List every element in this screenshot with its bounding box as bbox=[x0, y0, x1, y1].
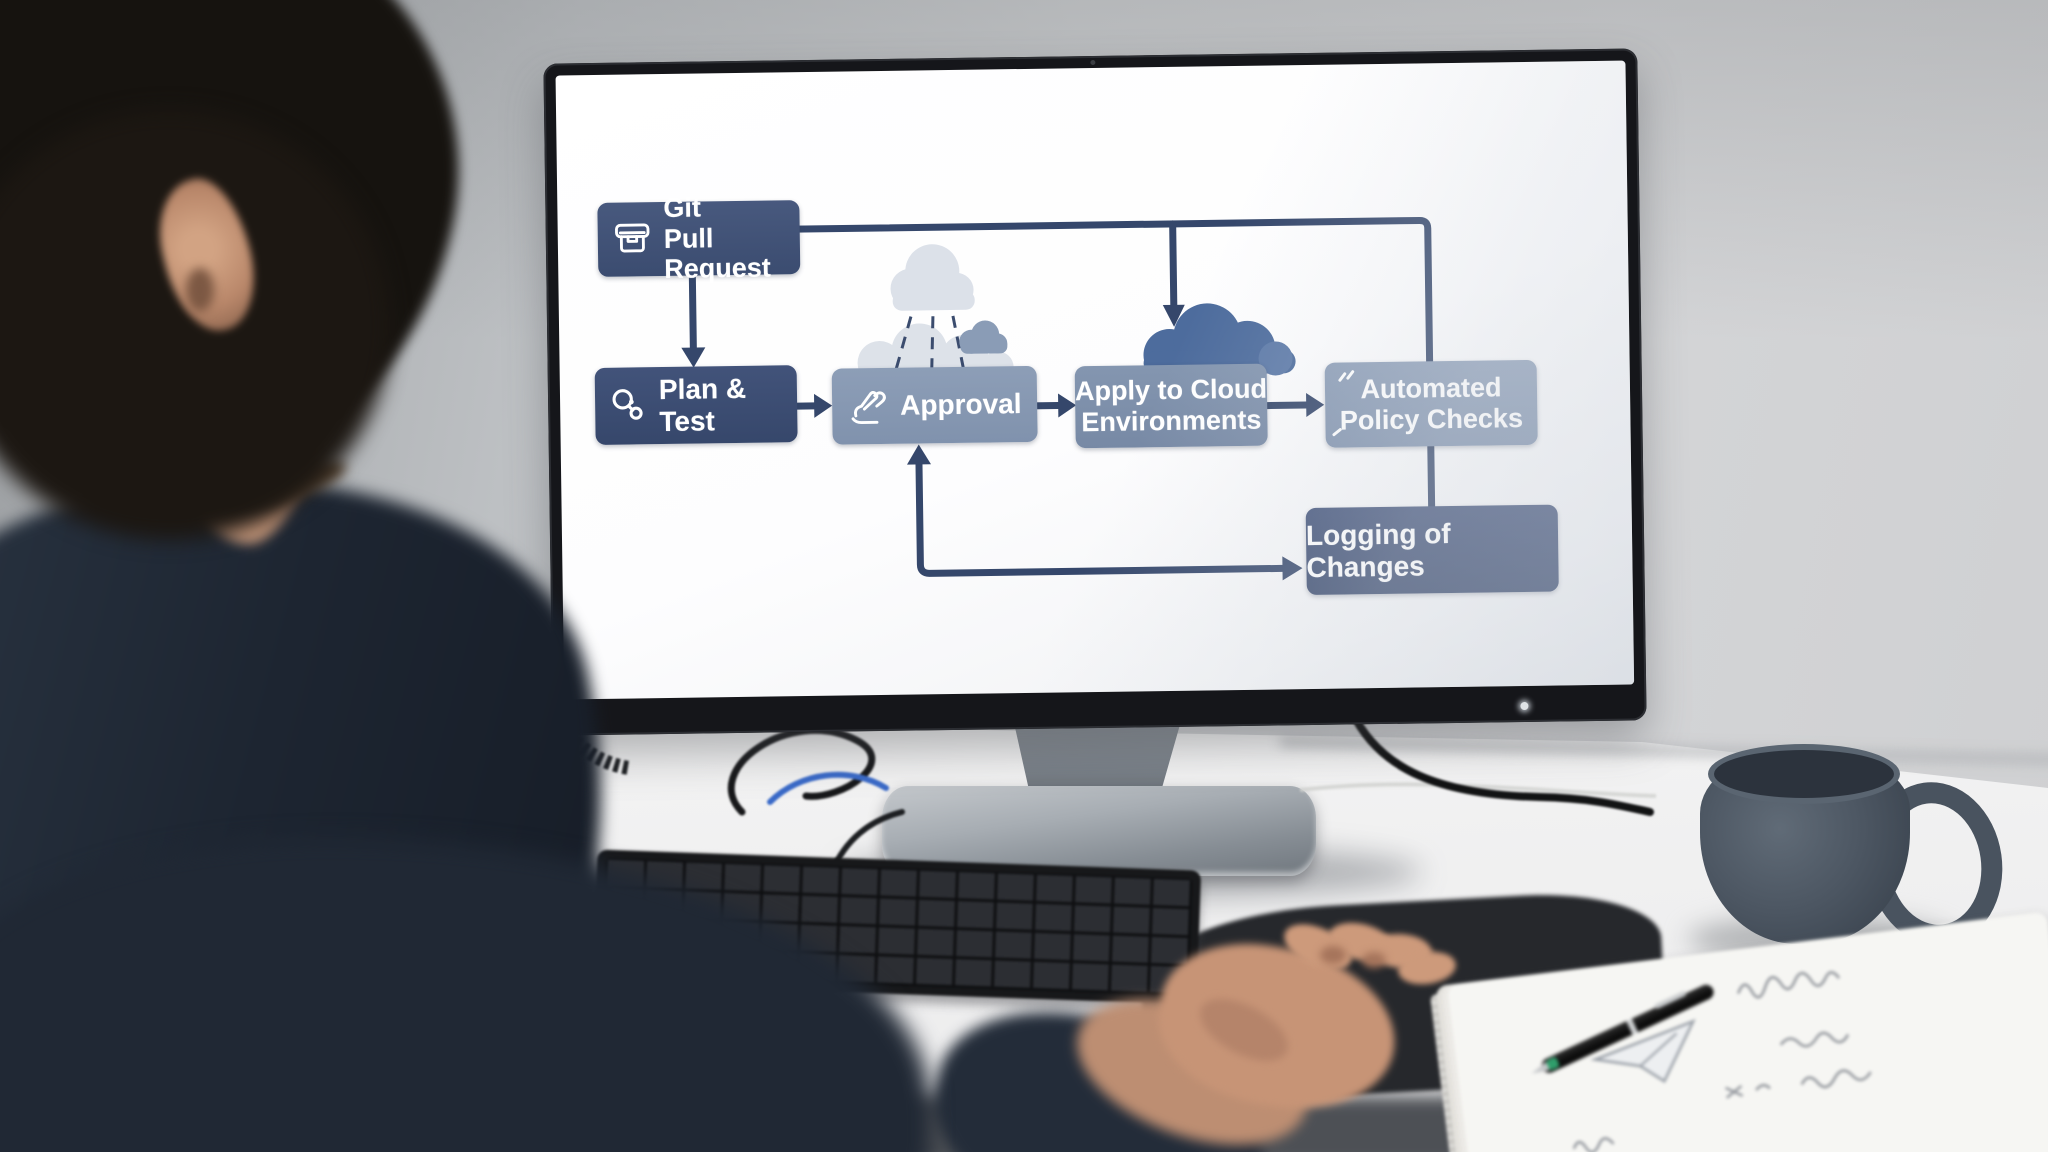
knuckle-shadow bbox=[1320, 946, 1346, 964]
node-approval: Approval bbox=[831, 365, 1038, 445]
knuckle-shadow bbox=[1362, 952, 1386, 968]
webcam-dot bbox=[1090, 59, 1096, 66]
archive-box-icon bbox=[615, 223, 650, 253]
signing-hand-icon bbox=[851, 391, 886, 424]
node-git-pull-request: Git Pull Request bbox=[597, 192, 801, 284]
node-plan-test: Plan & Test bbox=[594, 365, 798, 445]
search-nodes-icon bbox=[612, 388, 643, 420]
mug-rim bbox=[1708, 744, 1900, 804]
rain-cloud bbox=[890, 244, 975, 311]
notebook bbox=[1430, 911, 2048, 1152]
monitor-screen: Git Pull Request Plan & Test bbox=[555, 60, 1635, 700]
rain-dashes bbox=[894, 315, 966, 373]
person-ear-shadow bbox=[186, 268, 214, 312]
connector-lines bbox=[688, 216, 1436, 577]
screen-glare bbox=[555, 60, 1635, 700]
monitor: Git Pull Request Plan & Test bbox=[543, 48, 1647, 736]
paper-plane-sketch bbox=[1590, 1018, 1696, 1084]
power-led bbox=[1520, 701, 1529, 711]
dark-cloud-lobe bbox=[1258, 341, 1293, 376]
handwriting-sketches bbox=[1572, 971, 1872, 1152]
arrowheads bbox=[681, 304, 1325, 581]
small-cloud bbox=[959, 320, 1008, 354]
pen-silver-band bbox=[1626, 1018, 1639, 1035]
